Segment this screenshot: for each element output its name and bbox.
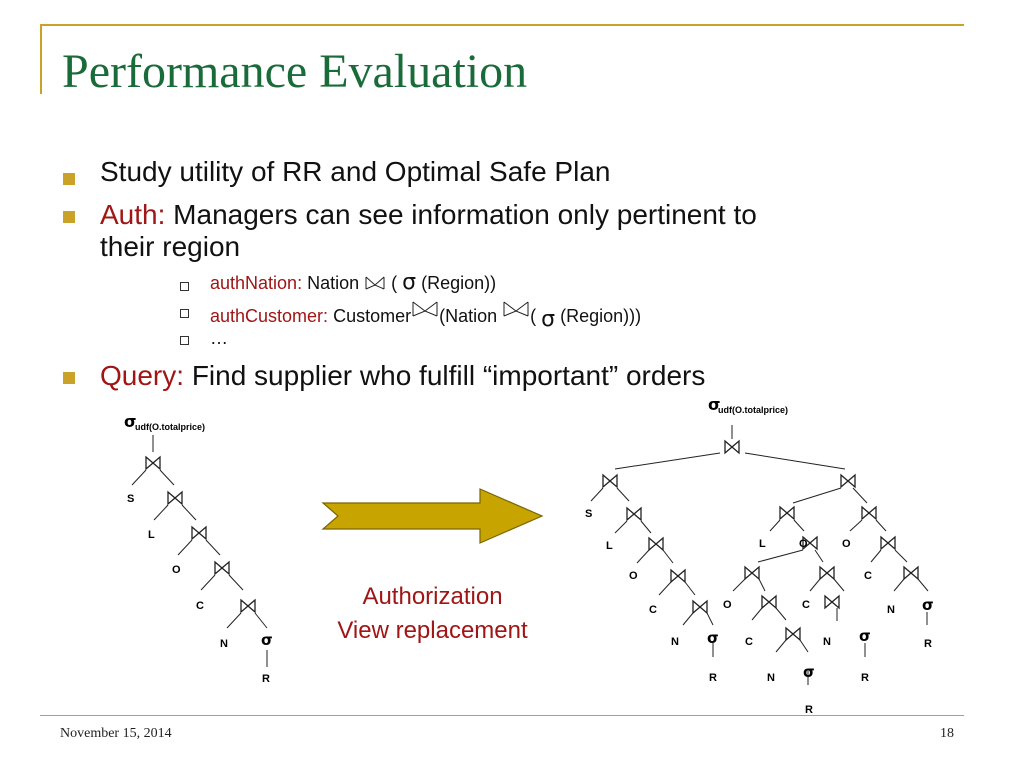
original-query-plan-tree: σ udf(O.totalprice) S L O C N σ R (124, 412, 273, 685)
tree-node-sigma: σ (859, 627, 871, 645)
tree-node-o: O (799, 538, 808, 550)
page-number: 18 (940, 726, 954, 741)
right-arrow-icon (321, 488, 544, 544)
tree-sigma-label: σ (708, 395, 720, 414)
tree-node-n: N (823, 636, 831, 648)
tree-node-r: R (861, 672, 869, 684)
tree-node-sigma: σ (707, 629, 719, 647)
tree-node-c: C (745, 636, 753, 648)
hollow-square-bullet-icon (180, 282, 189, 291)
auth-nation-arg: (Region)) (421, 273, 497, 293)
hollow-square-bullet-icon (180, 336, 189, 345)
sub-bullet-auth-nation: authNation: Nation ( σ (Region)) (210, 270, 497, 295)
join-icons (145, 455, 256, 614)
tree-node-sigma: σ (261, 631, 273, 649)
bullet-query-label: Query: (100, 360, 185, 391)
tree-node-sigma: σ (922, 596, 934, 614)
tree-node-l: L (606, 540, 613, 552)
sub-bullet-auth-customer: authCustomer: Customer (Nation ( σ (Regi… (210, 300, 642, 332)
sigma-select-icon: σ (541, 307, 556, 332)
footer-date: November 15, 2014 (60, 726, 172, 741)
tree-node-l: L (148, 529, 155, 541)
auth-nation-relation: Nation (307, 273, 360, 293)
bullet-auth-label: Auth: (100, 199, 166, 230)
sigma-select-icon: σ (402, 270, 417, 295)
tree-node-c: C (196, 600, 204, 612)
tree-node-n: N (767, 672, 775, 684)
tree-node-r: R (709, 672, 717, 684)
bullet-query: Query: Find supplier who fulfill “import… (100, 360, 705, 392)
tree-node-n: N (671, 636, 679, 648)
tree-node-o: O (172, 564, 181, 576)
tree-node-o: O (629, 570, 638, 582)
auth-nation-label: authNation: (210, 273, 303, 293)
auth-customer-relation: Customer (333, 306, 412, 326)
square-bullet-icon (63, 372, 75, 384)
bullet-query-text: Find supplier who fulfill “important” or… (191, 360, 706, 391)
sub-bullet-more: … (210, 328, 228, 348)
tree-node-o: O (842, 538, 851, 550)
bullet-auth-text: Managers can see information only pertin… (173, 199, 757, 230)
footer-rule (40, 715, 964, 716)
tree-node-n: N (220, 638, 228, 650)
bullet-study-utility: Study utility of RR and Optimal Safe Pla… (100, 156, 611, 187)
caption-authorization: Authorization View replacement (300, 580, 565, 648)
tree-node-s: S (585, 508, 592, 520)
tree-udf-label: udf(O.totalprice) (135, 422, 205, 432)
caption-line-1: Authorization (362, 583, 503, 610)
join-icons (602, 439, 919, 642)
bowtie-join-icon (503, 301, 529, 317)
bowtie-join-icon (412, 301, 438, 317)
hollow-square-bullet-icon (180, 309, 189, 318)
slide-title: Performance Evaluation (62, 45, 528, 98)
caption-line-2: View replacement (337, 617, 528, 644)
tree-node-r: R (262, 673, 270, 685)
auth-customer-open: ( (530, 306, 537, 326)
auth-customer-mid: (Nation (439, 306, 498, 326)
tree-node-o: O (723, 599, 732, 611)
tree-node-c: C (864, 570, 872, 582)
tree-sigma-label: σ (124, 412, 136, 431)
tree-node-l: L (759, 538, 766, 550)
tree-node-n: N (887, 604, 895, 616)
frame-horizontal-rule (40, 24, 964, 26)
rewritten-query-plan-tree: σ udf(O.totalprice) S L O C N σ R L O O … (585, 395, 934, 716)
auth-nation-open: ( (391, 273, 398, 293)
tree-node-c: C (649, 604, 657, 616)
bullet-auth-continued: their region (100, 231, 241, 262)
square-bullet-icon (63, 173, 75, 185)
auth-customer-arg: (Region))) (560, 306, 642, 326)
tree-udf-label: udf(O.totalprice) (718, 405, 788, 415)
square-bullet-icon (63, 211, 75, 223)
tree-node-r: R (924, 638, 932, 650)
frame-vertical-rule (40, 24, 42, 94)
tree-node-c: C (802, 599, 810, 611)
tree-node-sigma: σ (803, 663, 815, 681)
tree-node-s: S (127, 493, 134, 505)
bullet-auth: Auth: Managers can see information only … (100, 199, 757, 231)
tree-node-r: R (805, 704, 813, 716)
bowtie-join-icon (365, 276, 385, 290)
auth-customer-label: authCustomer: (210, 306, 329, 326)
